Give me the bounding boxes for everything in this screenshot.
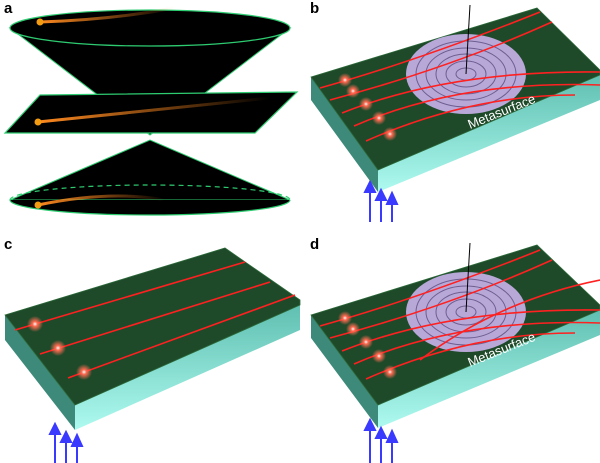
panel-label-d: d bbox=[310, 236, 320, 253]
particle-icon bbox=[36, 18, 44, 26]
panel-label-c: c bbox=[4, 236, 13, 253]
panel-label-a: a bbox=[4, 0, 13, 17]
panel-c-illustration bbox=[4, 247, 301, 463]
incident-arrows-icon bbox=[363, 179, 399, 222]
panel-a-illustration bbox=[3, 6, 299, 216]
incident-arrows-icon bbox=[363, 417, 399, 463]
panel-d-illustration: Metasurface bbox=[310, 242, 600, 463]
incident-arrows-icon bbox=[48, 421, 84, 463]
particle-icon bbox=[34, 201, 42, 209]
light-beams bbox=[14, 261, 296, 379]
particle-icon bbox=[34, 118, 42, 126]
panel-b-illustration: Metasurface bbox=[310, 4, 600, 222]
panel-label-b: b bbox=[310, 0, 320, 17]
